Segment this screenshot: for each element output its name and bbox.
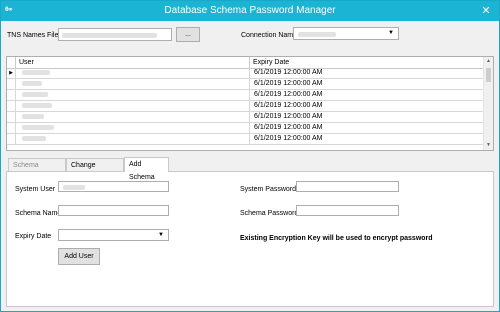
row-header — [7, 112, 16, 122]
row-header — [7, 79, 16, 89]
table-row[interactable]: 6/1/2019 12:00:00 AM — [7, 101, 486, 112]
expiry-cell[interactable]: 6/1/2019 12:00:00 AM — [254, 102, 323, 109]
grid-vertical-scrollbar[interactable]: ▲ ▼ — [483, 57, 493, 150]
schema-name-field[interactable] — [58, 205, 169, 216]
row-header — [7, 123, 16, 133]
user-redacted — [22, 92, 48, 97]
column-header-user[interactable]: User — [16, 57, 250, 68]
encryption-note: Existing Encryption Key will be used to … — [240, 235, 433, 242]
table-row[interactable]: 6/1/2019 12:00:00 AM — [7, 112, 486, 123]
tab-schema-migration[interactable]: Schema Migration — [8, 158, 66, 182]
scroll-thumb[interactable] — [486, 68, 491, 82]
table-row[interactable]: ▶ 6/1/2019 12:00:00 AM — [7, 68, 486, 79]
expiry-cell[interactable]: 6/1/2019 12:00:00 AM — [254, 135, 323, 142]
tab-change-password[interactable]: Change Password — [66, 158, 124, 182]
user-redacted — [22, 70, 50, 75]
browse-button[interactable]: ... — [176, 27, 200, 42]
expiry-date-label: Expiry Date — [15, 233, 52, 240]
user-cell[interactable] — [16, 134, 250, 144]
table-row[interactable]: 6/1/2019 12:00:00 AM — [7, 90, 486, 101]
user-cell[interactable] — [16, 90, 250, 100]
chevron-down-icon: ▼ — [158, 232, 164, 238]
add-schema-panel: System User System Password Schema Name … — [6, 171, 494, 307]
user-cell[interactable] — [16, 112, 250, 122]
close-button[interactable]: ✕ — [481, 5, 491, 17]
row-header — [7, 134, 16, 144]
connection-name-label: Connection Name — [241, 32, 298, 39]
expiry-cell[interactable]: 6/1/2019 12:00:00 AM — [254, 69, 323, 76]
scroll-up-icon[interactable]: ▲ — [486, 58, 491, 64]
current-row-indicator: ▶ — [7, 68, 16, 78]
tns-names-file-field[interactable] — [58, 28, 172, 41]
user-cell[interactable] — [16, 79, 250, 89]
user-cell[interactable] — [16, 123, 250, 133]
schema-password-field[interactable] — [296, 205, 399, 216]
schema-password-label: Schema Password — [240, 210, 299, 217]
user-redacted — [22, 125, 54, 130]
system-password-label: System Password — [240, 186, 297, 193]
title-bar[interactable]: 0∞ Database Schema Password Manager ✕ — [1, 1, 499, 21]
table-row[interactable]: 6/1/2019 12:00:00 AM — [7, 123, 486, 134]
system-user-redacted — [63, 185, 85, 190]
table-row[interactable]: 6/1/2019 12:00:00 AM — [7, 79, 486, 90]
table-row[interactable]: 6/1/2019 12:00:00 AM — [7, 134, 486, 145]
user-redacted — [22, 103, 52, 108]
user-redacted — [22, 136, 46, 141]
system-password-field[interactable] — [296, 181, 399, 192]
expiry-cell[interactable]: 6/1/2019 12:00:00 AM — [254, 124, 323, 131]
chevron-down-icon: ▼ — [388, 30, 394, 36]
expiry-cell[interactable]: 6/1/2019 12:00:00 AM — [254, 80, 323, 87]
tab-add-schema[interactable]: Add Schema — [124, 157, 169, 181]
add-user-button[interactable]: Add User — [58, 248, 100, 265]
window-title: Database Schema Password Manager — [164, 5, 336, 16]
users-grid[interactable]: User Expiry Date ▶ 6/1/2019 12:00:00 AM … — [6, 56, 494, 151]
user-redacted — [22, 114, 44, 119]
tns-path-redacted — [62, 33, 157, 38]
expiry-cell[interactable]: 6/1/2019 12:00:00 AM — [254, 113, 323, 120]
row-header — [7, 90, 16, 100]
row-header — [7, 101, 16, 111]
grid-header: User Expiry Date — [7, 57, 486, 69]
system-user-field[interactable] — [58, 181, 169, 192]
connection-name-dropdown[interactable]: ▼ — [293, 27, 399, 40]
system-user-label: System User — [15, 186, 56, 193]
user-cell[interactable] — [16, 101, 250, 111]
app-key-icon: 0∞ — [5, 6, 13, 13]
header-corner — [7, 57, 16, 68]
tns-names-file-label: TNS Names File — [7, 32, 59, 39]
scroll-down-icon[interactable]: ▼ — [486, 142, 491, 148]
user-redacted — [22, 81, 42, 86]
expiry-date-picker[interactable]: ▼ — [58, 229, 169, 241]
connection-redacted — [298, 32, 336, 37]
schema-name-label: Schema Name — [15, 210, 62, 217]
column-header-expiry-date[interactable]: Expiry Date — [250, 57, 486, 68]
expiry-cell[interactable]: 6/1/2019 12:00:00 AM — [254, 91, 323, 98]
user-cell[interactable] — [16, 68, 250, 78]
